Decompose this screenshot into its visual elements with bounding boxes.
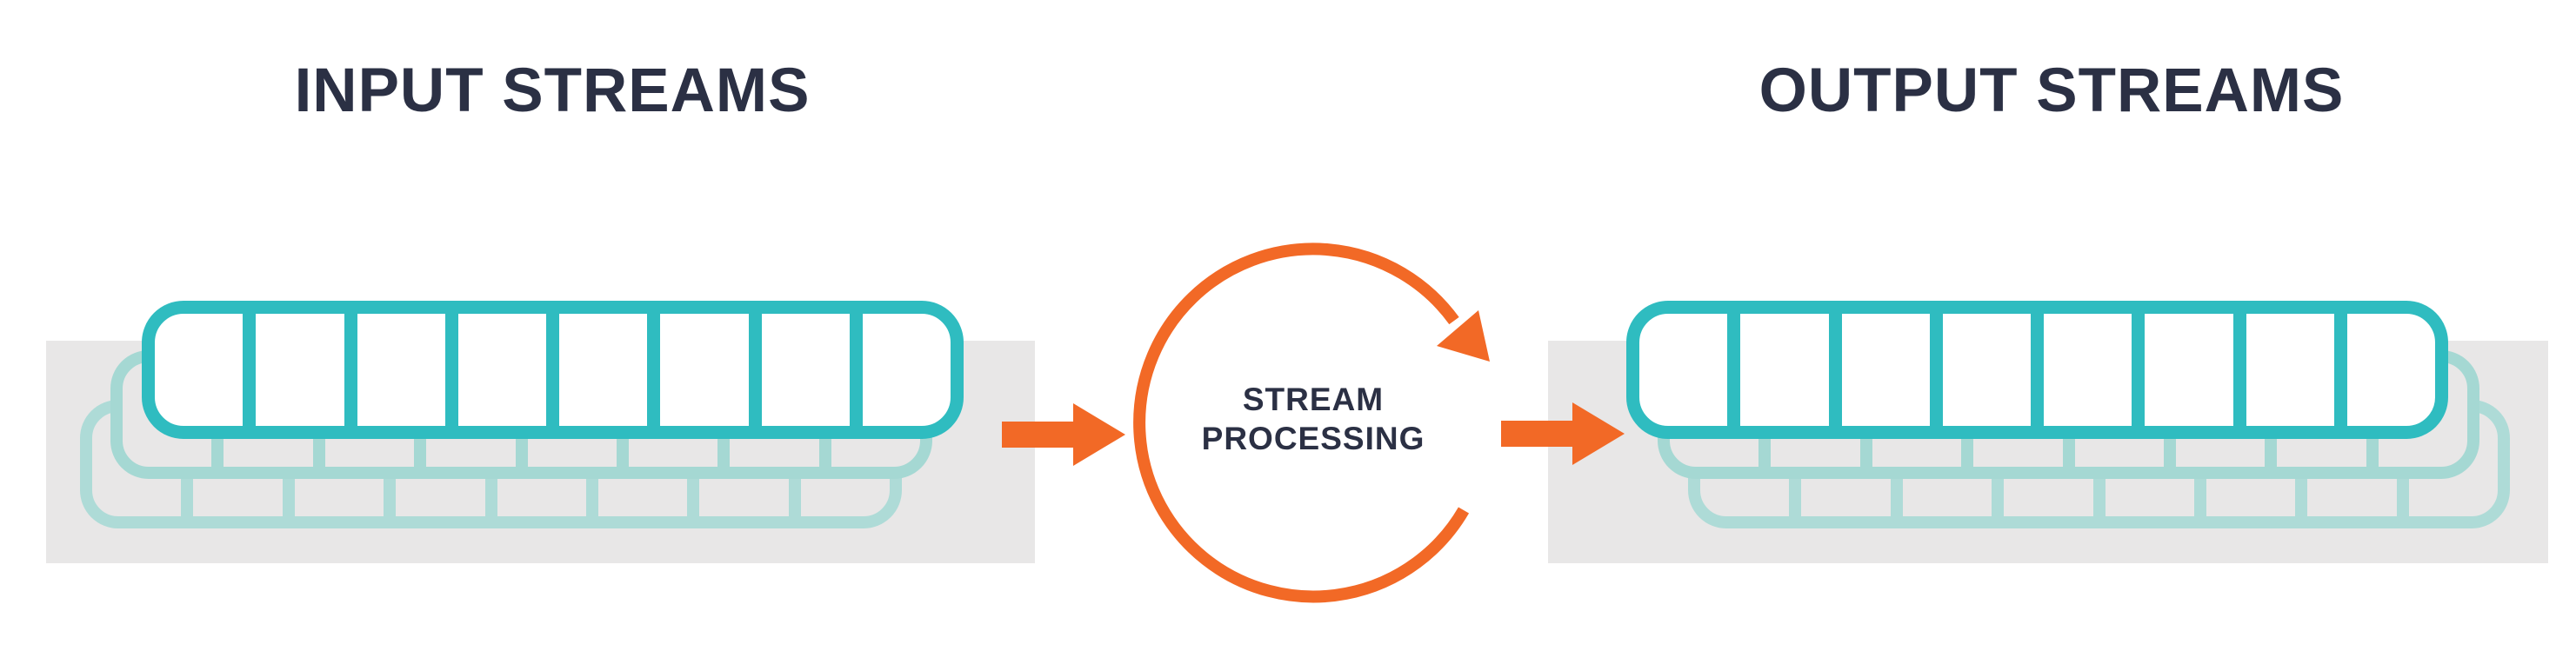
stream-segment (458, 314, 559, 426)
stream-segment (2145, 314, 2246, 426)
stream-segment (357, 314, 458, 426)
stream-segment (2246, 314, 2347, 426)
stream-processing-label-line1: STREAM (1242, 382, 1385, 417)
stream-segment (863, 314, 951, 426)
processing-cycle-arrowhead-icon (1437, 310, 1490, 362)
stream-segment (1943, 314, 2044, 426)
output-streams-title: OUTPUT STREAMS (1758, 56, 2345, 125)
stream-segment (762, 314, 863, 426)
stream-segment (256, 314, 357, 426)
input-stream-layer-front (142, 301, 964, 439)
stream-processing-label: STREAM PROCESSING (1139, 380, 1487, 458)
stream-segment (559, 314, 661, 426)
stream-segment (1740, 314, 1842, 426)
stream-segment (2347, 314, 2435, 426)
input-streams-title: INPUT STREAMS (294, 56, 811, 125)
output-stream-layer-front (1626, 301, 2448, 439)
stream-segment (155, 314, 257, 426)
stream-processing-label-line2: PROCESSING (1201, 421, 1425, 456)
stream-segment (1639, 314, 1741, 426)
stream-segment (1842, 314, 1943, 426)
stream-segment (2044, 314, 2146, 426)
stream-segment (660, 314, 762, 426)
